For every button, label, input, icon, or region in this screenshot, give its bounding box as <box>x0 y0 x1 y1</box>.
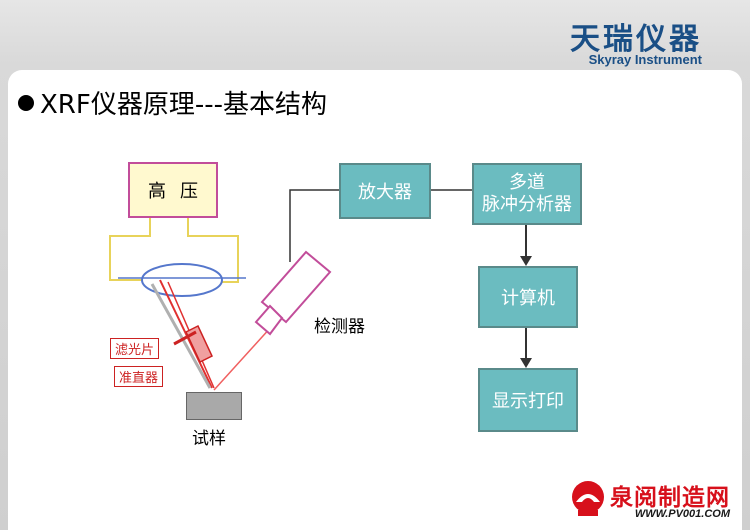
sample-block <box>186 392 242 420</box>
collimator-label: 准直器 <box>114 366 164 387</box>
bullet-icon <box>18 94 34 111</box>
computer-box: 计算机 <box>478 266 578 328</box>
slide-title-text: XRF仪器原理---基本结构 <box>40 90 327 120</box>
amplifier-label: 放大器 <box>358 182 412 203</box>
detector-nose <box>254 304 284 336</box>
incident-beam-a <box>159 279 213 389</box>
detector-label: 检测器 <box>314 317 365 337</box>
watermark-text: 泉阅制造网 <box>610 485 730 511</box>
xray-tube <box>141 263 223 297</box>
detector-amp-wire <box>289 189 340 262</box>
mca-box: 多道 脉冲分析器 <box>472 163 582 225</box>
mca-label-line1: 多道 <box>509 172 545 193</box>
amplifier-box: 放大器 <box>339 163 431 219</box>
arrowhead-1 <box>520 256 532 266</box>
hv-wire-left <box>109 214 151 281</box>
brand-name-cn: 天瑞仪器 <box>570 22 702 57</box>
display-print-label: 显示打印 <box>492 391 564 412</box>
hv-wire-right <box>187 214 239 283</box>
incident-beam-c <box>150 283 212 389</box>
fluorescence-beam <box>213 325 273 391</box>
sample-label: 试样 <box>192 429 226 449</box>
watermark-logo-icon <box>572 481 604 516</box>
high-voltage-box: 高压 <box>128 162 218 218</box>
computer-label: 计算机 <box>501 288 555 309</box>
arrowhead-2 <box>520 358 532 368</box>
brand-name-en: Skyray Instrument <box>588 52 702 67</box>
mca-label-line2: 脉冲分析器 <box>482 194 572 215</box>
filter-plate <box>173 330 197 346</box>
display-print-box: 显示打印 <box>478 368 578 432</box>
watermark-url: WWW.PV001.COM <box>634 508 730 520</box>
filter-label: 滤光片 <box>110 338 160 359</box>
slide-title: XRF仪器原理---基本结构 <box>18 84 327 121</box>
